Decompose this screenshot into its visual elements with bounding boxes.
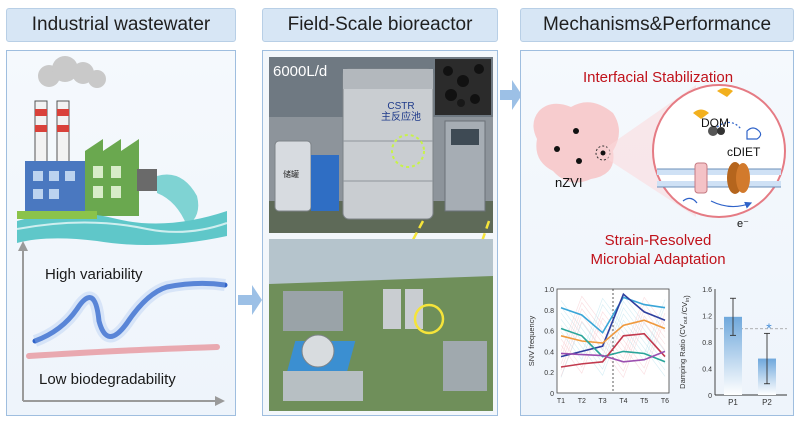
nzvi-particle [554, 146, 560, 152]
panel-field-scale-bioreactor: 6000L/d CSTR 主反应池 储罐 [262, 50, 498, 416]
cdiet-cloud-icon [746, 127, 762, 140]
cdiet-label: cDIET [727, 145, 761, 159]
y-tick-label: 0.6 [544, 329, 554, 336]
mechanism-illustration [533, 84, 786, 218]
high-variability-curve-glow [32, 277, 226, 347]
particle-cluster-icon [708, 126, 718, 136]
arrow-right-icon [238, 285, 262, 315]
y-axis-label: SNV frequency [527, 316, 536, 367]
nzvi-particle [573, 128, 579, 134]
y-tick-label: 1.6 [702, 287, 712, 294]
high-variability-label: High variability [45, 266, 143, 283]
zoom-detail-circle [652, 84, 786, 218]
reactor-photo [269, 57, 493, 233]
background-strain-line [560, 320, 666, 379]
location-circle [413, 303, 445, 335]
y-axis-label: Damping Ratio (CVout /CVin) [678, 295, 691, 389]
y-tick-label: 0.2 [544, 370, 554, 377]
interfacial-stabilization-title: Interfacial Stabilization [582, 69, 734, 86]
flow-rate-label: 6000L/d [273, 63, 328, 80]
nzvi-particle [576, 158, 582, 164]
x-tick-label: T3 [599, 398, 607, 405]
arrow-right-icon-2 [500, 80, 522, 110]
y-axis-label-subscript: in [685, 298, 691, 302]
strain-resolved-title-line1: Strain-Resolved [604, 232, 712, 249]
highlight-circle [391, 134, 425, 168]
y-tick-label: 0.8 [544, 308, 554, 315]
y-tick-label: 0.4 [702, 367, 712, 374]
series-line-6 [560, 350, 666, 363]
dom-icon [717, 88, 733, 97]
microbe-cell-icon [533, 102, 619, 183]
tank-label: 储罐 [283, 170, 299, 179]
wastewater-outflow-icon [16, 174, 228, 245]
y-axis-label-part: Damping Ratio (CV [678, 324, 687, 389]
background-strain-line [560, 297, 666, 356]
dom-icon [693, 109, 709, 119]
y-axis-label-subscript: out [683, 316, 689, 324]
y-axis-label-part: /CV [680, 302, 689, 317]
background-strain-line [560, 301, 666, 360]
smoke-cloud-icon [38, 56, 106, 88]
factory-building-icon [25, 139, 157, 216]
x-tick-label: P2 [762, 398, 772, 407]
background-strain-line [560, 317, 666, 375]
series-line-5 [560, 332, 666, 368]
bar-P1 [724, 316, 742, 395]
chimney-icon [34, 100, 70, 172]
y-tick-label: 0 [708, 393, 712, 400]
y-tick-label: 1.0 [544, 287, 554, 294]
cell-membrane-icon [657, 162, 781, 209]
plant-aerial-photo [269, 239, 493, 411]
low-biodegradability-label: Low biodegradability [39, 371, 176, 388]
low-biodegradability-curve [26, 344, 220, 359]
dom-label: DOM [701, 116, 729, 130]
series-line-4 [560, 327, 666, 363]
panel-title-industrial-wastewater: Industrial wastewater [6, 8, 236, 42]
strain-resolved-title: Strain-Resolved Microbial Adaptation [521, 231, 795, 269]
y-tick-label: 0.8 [702, 340, 712, 347]
panel-mechanisms-performance: Interfacial Stabilization nZVI DOM cDIET… [520, 50, 794, 416]
nzvi-label: nZVI [555, 175, 583, 190]
significance-marker: * [766, 320, 772, 336]
reactor-label: CSTR 主反应池 [381, 101, 421, 123]
bioreactor-illustration [269, 57, 493, 411]
y-axis-label-part: ) [682, 295, 691, 298]
x-tick-label: T4 [619, 398, 627, 405]
panel-title-mechanisms-performance: Mechanisms&Performance [520, 8, 794, 42]
x-tick-label: T5 [640, 398, 648, 405]
reactor-label-line1: CSTR [387, 101, 415, 112]
snv-frequency-chart: 0 0.2 0.4 0.6 0.8 1.0T1 T2 T3 T4 T5 T6 SNV frequenc… [527, 287, 670, 405]
panel-title-field-scale-bioreactor: Field-Scale bioreactor [262, 8, 498, 42]
y-tick-label: 0 [550, 391, 554, 398]
series-line-3 [560, 319, 666, 344]
y-tick-label: 0.4 [544, 349, 554, 356]
x-tick-label: T2 [578, 398, 586, 405]
series-line-1 [560, 296, 666, 334]
variability-axes [18, 241, 225, 406]
grass-strip [17, 211, 97, 219]
x-tick-label: T6 [661, 398, 669, 405]
reactor-label-line2: 主反应池 [381, 112, 421, 123]
factory-illustration [16, 56, 228, 406]
x-tick-label: P1 [728, 398, 738, 407]
electron-label: e⁻ [737, 218, 749, 230]
high-variability-curve [32, 280, 228, 344]
series-line-2 [560, 292, 666, 358]
x-tick-label: T1 [557, 398, 565, 405]
strain-resolved-title-line2: Microbial Adaptation [590, 251, 726, 268]
y-tick-label: 1.2 [702, 314, 712, 321]
panel-industrial-wastewater: High variability Low biodegradability [6, 50, 236, 416]
